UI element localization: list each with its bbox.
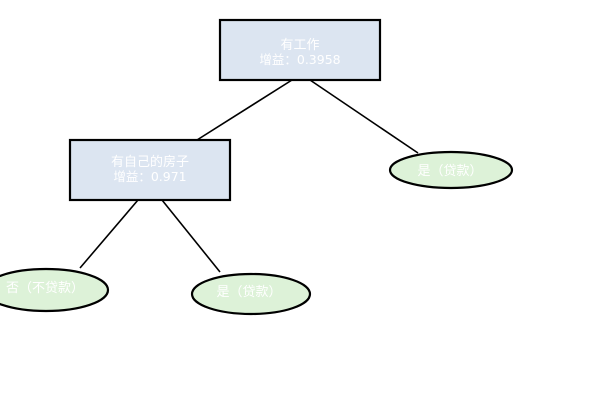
edge-root-to-has-own-house: [196, 79, 293, 141]
has-own-house-box: [68, 138, 232, 202]
node-has-own-house-decision: 有自己的房子 增益：0.971: [68, 138, 232, 202]
edges: [79, 79, 419, 273]
has-own-house-gain: 增益：0.971: [113, 169, 186, 184]
node-leaf-yes-loan-bottom: 是（贷款）: [190, 272, 312, 316]
node-leaf-yes-loan-right: 是（贷款）: [388, 150, 514, 190]
node-leaf-no-loan: 否（不贷款）: [0, 267, 110, 313]
leaf-yes-loan-right-label: 是（贷款）: [417, 164, 482, 179]
leaf-yes-loan-bottom-label: 是（贷款）: [216, 285, 281, 300]
leaf-yes-loan-right-ellipse: [388, 150, 514, 190]
root-decision-box: [218, 18, 382, 82]
edge-root-to-leaf-yes-loan-right: [309, 79, 419, 154]
edge-has-own-house-to-leaf-yes-loan-bottom: [161, 199, 221, 273]
has-own-house-label: 有自己的房子: [111, 154, 189, 170]
leaf-no-loan-ellipse: [0, 267, 110, 313]
edge-has-own-house-to-leaf-no-loan: [79, 199, 139, 269]
leaf-no-loan-label: 否（不贷款）: [6, 281, 84, 296]
leaf-yes-loan-bottom-ellipse: [190, 272, 312, 316]
root-decision-gain: 增益：0.3958: [259, 52, 340, 67]
root-decision-label: 有工作: [280, 38, 319, 53]
node-root-decision: 有工作 增益：0.3958: [218, 18, 382, 82]
